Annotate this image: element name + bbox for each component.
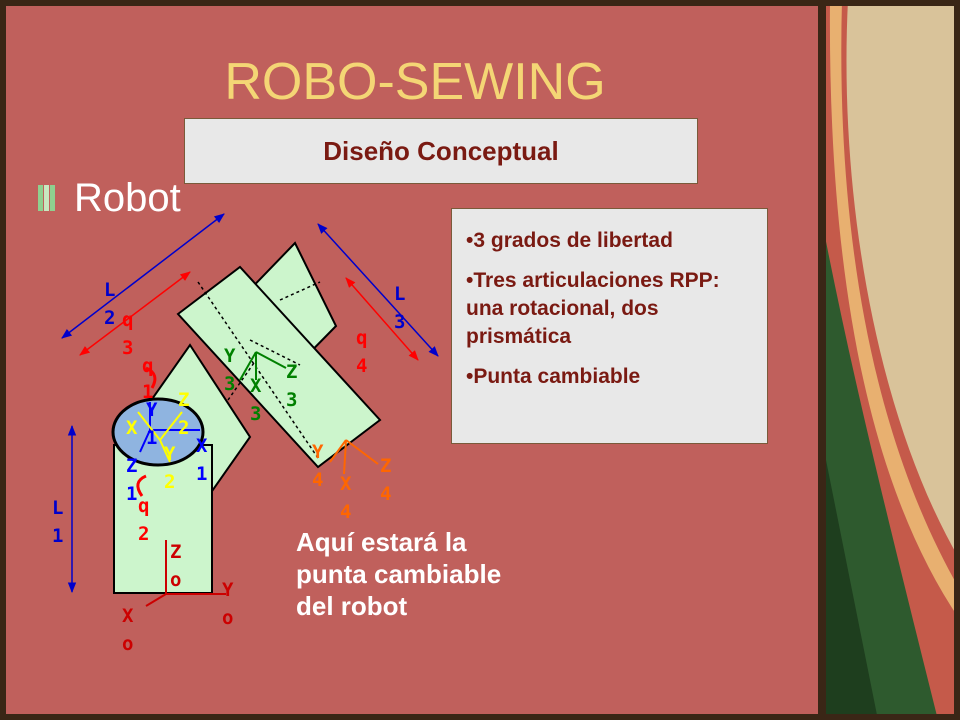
decorative-side-panel — [818, 0, 960, 720]
frame-4-axis — [345, 439, 379, 465]
frame-4-axis — [343, 439, 347, 475]
changeable-tip-note: Aquí estará la punta cambiable del robot — [296, 527, 502, 621]
frame-3-axis — [239, 351, 257, 381]
q1-rotation-arc — [145, 366, 157, 389]
frame-1-axis — [139, 429, 151, 453]
frame-2-axis — [159, 411, 183, 441]
bullet-icon — [38, 185, 55, 211]
q2-rotation-arc — [136, 474, 147, 497]
robot-links — [111, 241, 382, 594]
info-item: •Punta cambiable — [466, 365, 641, 388]
slide-title: ROBO-SEWING — [224, 53, 606, 111]
L3-dimension-arrow — [317, 223, 439, 357]
label-X2: X — [126, 417, 138, 439]
q4-dimension-arrow — [345, 277, 419, 361]
info-item: •Tres articulaciones RPP: una rotacional… — [466, 269, 720, 348]
section-heading: Robot — [74, 176, 181, 220]
q3-dimension-arrow — [79, 271, 191, 356]
subtitle-box: Diseño Conceptual — [184, 118, 698, 184]
link-axis-line — [227, 359, 257, 401]
info-box: •3 grados de libertad •Tres articulacion… — [451, 208, 768, 444]
frame-4-axis — [329, 439, 347, 463]
frame-0-x-axis — [145, 593, 167, 607]
frame-axes — [137, 351, 379, 607]
dimension-arrows — [61, 213, 439, 594]
info-item: •3 grados de libertad — [466, 229, 673, 252]
frame-2-axis — [137, 411, 161, 441]
link-axis-line — [279, 281, 321, 301]
frame-2-axis — [159, 439, 171, 463]
frame-3-axis — [255, 351, 287, 369]
link-1-base — [113, 444, 213, 594]
